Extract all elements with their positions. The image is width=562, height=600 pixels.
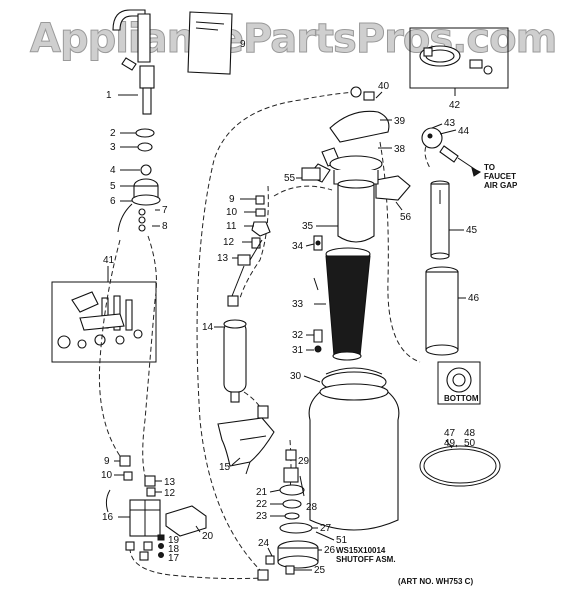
callout-5: 5 <box>110 181 116 192</box>
cartridge-33 <box>325 247 371 361</box>
callout-28: 28 <box>306 502 318 513</box>
art-number: (ART NO. WH753 C) <box>398 577 473 586</box>
callout-4: 4 <box>110 165 116 176</box>
shutoff-part-number: WS15X10014 <box>336 546 386 555</box>
lower-left-valve <box>105 455 207 561</box>
callout-26: 26 <box>324 545 336 556</box>
callout-14: 14 <box>202 322 214 333</box>
callout-25: 25 <box>314 565 326 576</box>
callout-16: 16 <box>102 512 114 523</box>
callout-23: 23 <box>256 511 268 522</box>
instruction-card <box>187 11 233 75</box>
callout-33: 33 <box>292 299 304 310</box>
callout-9-card: 9 <box>240 39 246 50</box>
callout-24: 24 <box>258 538 270 549</box>
callout-6: 6 <box>110 196 116 207</box>
box-42-clamp <box>409 27 509 96</box>
center-leaders <box>267 91 403 571</box>
cartridge-45 <box>430 180 464 260</box>
callout-15: 15 <box>219 462 231 473</box>
coil-47-50 <box>419 439 501 487</box>
faucet-note-2: FAUCET <box>484 172 516 181</box>
filter-head <box>301 86 411 201</box>
callout-50: 50 <box>464 438 476 449</box>
tank-30 <box>308 367 400 531</box>
callout-47: 47 <box>444 428 456 439</box>
callout-55: 55 <box>284 173 296 184</box>
callout-45: 45 <box>466 225 478 236</box>
callout-11: 11 <box>226 221 237 232</box>
callout-39: 39 <box>394 116 406 127</box>
middle-leaders <box>214 198 256 328</box>
lower-left-leaders <box>114 460 201 533</box>
small-parts-31-34 <box>313 235 323 353</box>
callout-46: 46 <box>468 293 480 304</box>
bracket-15 <box>217 417 275 475</box>
callout-19: 19 <box>168 535 180 546</box>
faucet-leaders <box>118 94 160 227</box>
middle-fittings <box>223 195 271 419</box>
callout-42: 42 <box>449 100 461 111</box>
shutoff-description: SHUTOFF ASM. <box>336 555 396 564</box>
callout-10-mid: 10 <box>226 207 238 218</box>
watermark-text: AppliancePartsPros.com <box>30 16 556 62</box>
callout-41: 41 <box>103 255 115 266</box>
callout-7: 7 <box>162 205 168 216</box>
callout-9-mid: 9 <box>229 194 235 205</box>
housing-35 <box>329 155 383 243</box>
callout-13-low: 13 <box>164 477 176 488</box>
faucet-note-3: AIR GAP <box>484 181 518 190</box>
cartridge-46 <box>425 266 466 356</box>
box-41-kit <box>51 266 157 363</box>
callout-38: 38 <box>394 144 406 155</box>
callout-29: 29 <box>298 456 310 467</box>
callout-30: 30 <box>290 371 302 382</box>
callout-17: 17 <box>168 553 180 564</box>
faucet-connector-43-44 <box>421 123 481 177</box>
faucet-assembly <box>112 9 161 233</box>
callout-22: 22 <box>256 499 268 510</box>
callout-32: 32 <box>292 330 304 341</box>
callout-49: 49, <box>444 438 458 449</box>
callout-27: 27 <box>320 523 332 534</box>
callout-40: 40 <box>378 81 390 92</box>
callout-31: 31 <box>292 345 304 356</box>
faucet-note-1: TO <box>484 163 495 172</box>
callout-44: 44 <box>458 126 470 137</box>
tubing-lines <box>98 91 431 580</box>
callout-34: 34 <box>292 241 304 252</box>
callout-1: 1 <box>106 90 112 101</box>
bottom-view-box <box>437 361 481 405</box>
callout-43: 43 <box>444 118 456 129</box>
callout-2: 2 <box>110 128 116 139</box>
callout-35: 35 <box>302 221 314 232</box>
callout-13-mid: 13 <box>217 253 229 264</box>
callout-12-low: 12 <box>164 488 176 499</box>
shutoff-assembly <box>257 449 319 581</box>
callout-51: 51 <box>336 535 348 546</box>
callout-56: 56 <box>400 212 412 223</box>
callout-21: 21 <box>256 487 268 498</box>
callout-10-low: 10 <box>101 470 113 481</box>
callout-8: 8 <box>162 221 168 232</box>
callout-48: 48 <box>464 428 476 439</box>
bottom-view-label: BOTTOM <box>444 394 479 403</box>
callout-20: 20 <box>202 531 214 542</box>
callout-12-mid: 12 <box>223 237 235 248</box>
callout-3: 3 <box>110 142 116 153</box>
callout-18: 18 <box>168 544 180 555</box>
callout-9-low: 9 <box>104 456 110 467</box>
